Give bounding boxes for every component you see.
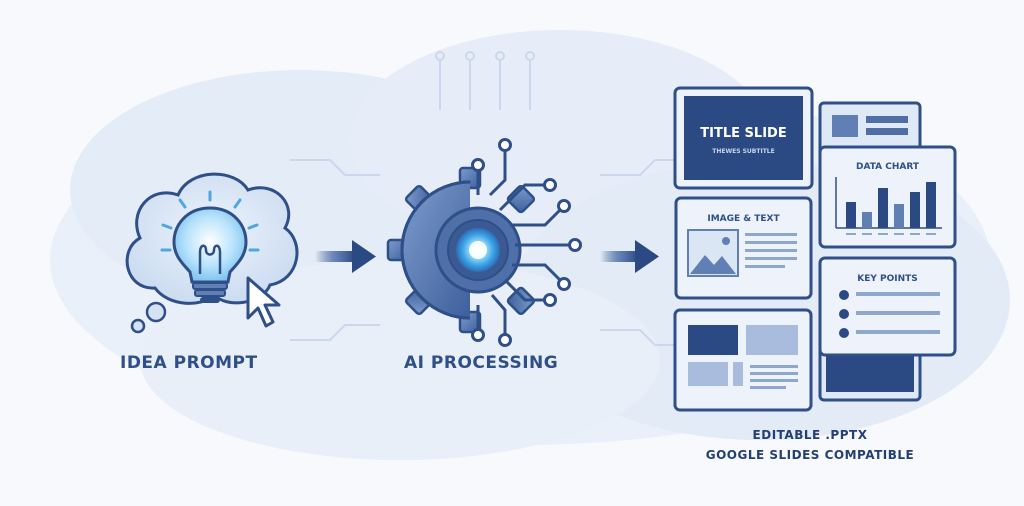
gear-icon [386, 166, 540, 334]
cursor-icon [246, 276, 281, 328]
title-slide-heading: TITLE SLIDE [700, 126, 786, 141]
bullet-list [839, 290, 940, 338]
key-points-slide: KEY POINTS [818, 256, 957, 357]
key-points-heading: KEY POINTS [857, 274, 918, 284]
ai-processing-label: AI PROCESSING [404, 353, 559, 373]
arrow-right-icon [600, 240, 659, 273]
idea-prompt-label: IDEA PROMPT [120, 353, 258, 373]
output-format-label: EDITABLE .PPTX [752, 428, 868, 442]
arrow-right-icon [315, 240, 376, 273]
compatibility-label: GOOGLE SLIDES COMPATIBLE [705, 448, 915, 462]
mini-bar-chart [846, 182, 936, 228]
circuit-nodes [471, 138, 582, 347]
image-text-slide: IMAGE & TEXT [674, 196, 813, 300]
data-chart-heading: DATA CHART [856, 162, 920, 172]
layout-slide [673, 308, 813, 412]
circuit-icon [476, 150, 570, 335]
image-text-heading: IMAGE & TEXT [707, 214, 780, 224]
lightbulb-icon [160, 190, 260, 303]
data-chart-slide: DATA CHART [818, 145, 957, 249]
title-slide: TITLE SLIDE THEWES SUBTITLE [673, 86, 814, 190]
title-slide-subtitle: THEWES SUBTITLE [712, 148, 774, 155]
background-circuits [290, 51, 680, 346]
